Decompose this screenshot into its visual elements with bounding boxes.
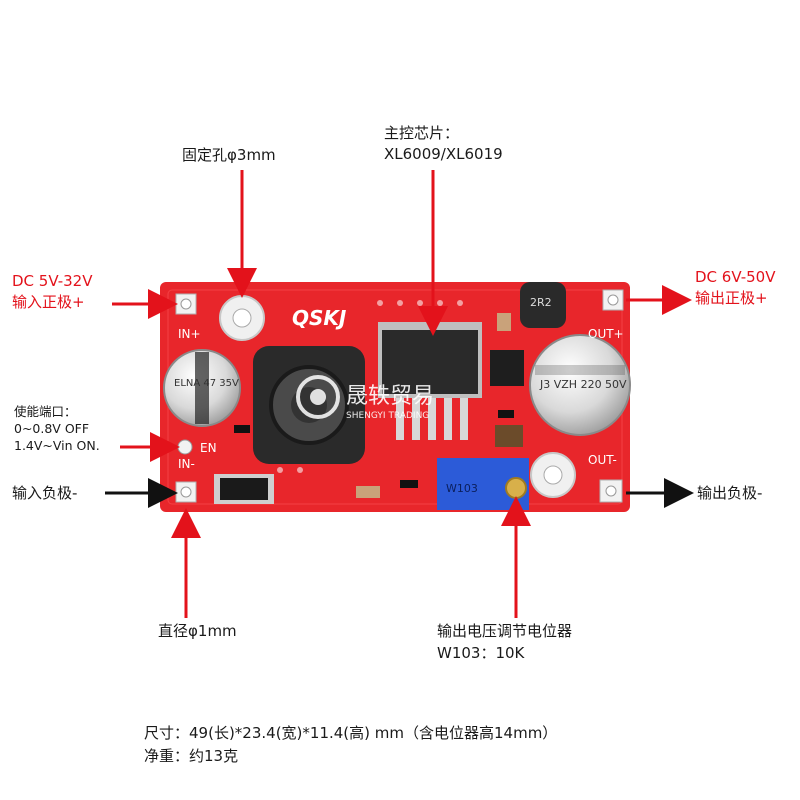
board-in-plus: IN+ xyxy=(178,327,201,341)
enable-off-label: 0~0.8V OFF xyxy=(14,421,90,436)
smd-res-3 xyxy=(400,480,418,488)
weight-spec: 净重：约13克 xyxy=(144,747,239,765)
pot-label-line1: 输出电压调节电位器 xyxy=(437,622,573,640)
board-en: EN xyxy=(200,441,217,455)
smd-cap-1 xyxy=(497,313,511,331)
board-cap-out: J3 VZH 220 50V xyxy=(539,378,627,391)
input-capacitor xyxy=(163,349,241,427)
watermark-cn: 晟轶贸易 xyxy=(346,384,434,409)
watermark-logo xyxy=(296,375,340,419)
pot-label-line2: W103：10K xyxy=(437,644,525,662)
board-inductor-code: 2R2 xyxy=(530,296,552,309)
board-brand: QSKJ xyxy=(292,306,347,330)
pad-en xyxy=(177,439,193,455)
board-cap-in: ELNA 47 35V xyxy=(174,378,239,389)
input-negative-label: 输入负极- xyxy=(12,484,78,502)
smd-res-1 xyxy=(498,410,514,418)
output-positive-label: 输出正极+ xyxy=(695,289,768,307)
board-pot-code: W103 xyxy=(446,482,478,495)
inductor xyxy=(253,346,365,464)
chip-label-line2: XL6009/XL6019 xyxy=(384,145,503,163)
annotation-arrows xyxy=(105,170,694,618)
smd-cap-2 xyxy=(495,425,523,447)
schottky-diode xyxy=(214,474,274,504)
smd-res-2 xyxy=(234,425,250,433)
enable-on-label: 1.4V~Vin ON. xyxy=(14,438,100,453)
board-in-minus: IN- xyxy=(178,457,195,471)
output-negative-label: 输出负极- xyxy=(697,484,763,502)
chip-label-line1: 主控芯片： xyxy=(384,124,460,142)
enable-title-label: 使能端口： xyxy=(14,404,77,419)
mount-hole-left xyxy=(219,295,265,341)
watermark-en: SHENGYI TRADING xyxy=(346,411,429,421)
mount-hole-right xyxy=(530,452,576,498)
diameter-label: 直径φ1mm xyxy=(158,622,237,640)
diode-smd xyxy=(490,350,524,386)
mount-hole-label: 固定孔φ3mm xyxy=(182,146,276,164)
smd-cap-3 xyxy=(356,486,380,498)
output-voltage-label: DC 6V-50V xyxy=(695,268,776,286)
input-voltage-label: DC 5V-32V xyxy=(12,272,93,290)
potentiometer xyxy=(437,458,529,510)
smd-inductor xyxy=(520,282,566,328)
output-capacitor xyxy=(529,334,631,436)
vias xyxy=(277,300,463,473)
size-spec: 尺寸：49(长)*23.4(宽)*11.4(高) mm（含电位器高14mm） xyxy=(144,724,558,742)
input-positive-label: 输入正极+ xyxy=(12,293,85,311)
board-out-plus: OUT+ xyxy=(588,327,624,341)
board-out-minus: OUT- xyxy=(588,453,617,467)
